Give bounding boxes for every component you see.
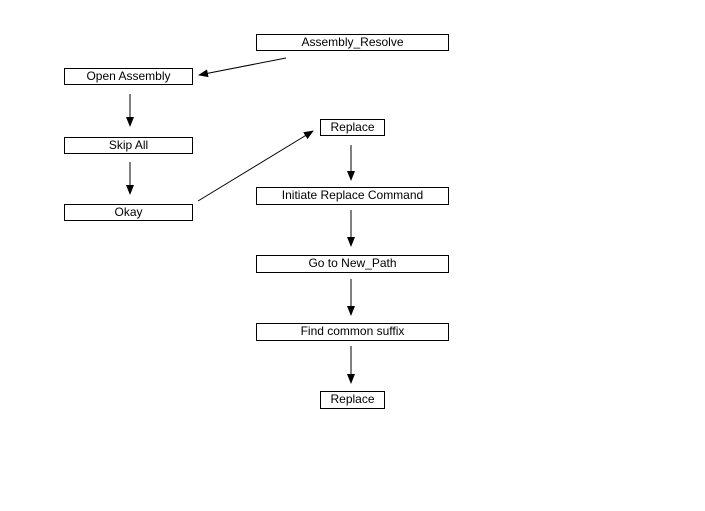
node-find-common-suffix: Find common suffix	[256, 323, 449, 341]
node-initiate-replace-command: Initiate Replace Command	[256, 187, 449, 205]
node-skip-all: Skip All	[64, 137, 193, 154]
node-open-assembly: Open Assembly	[64, 68, 193, 85]
node-replace-bottom: Replace	[320, 391, 385, 409]
arrow-okay-to-replace	[197, 130, 314, 202]
node-replace-top: Replace	[320, 119, 385, 136]
node-assembly-resolve: Assembly_Resolve	[256, 34, 449, 51]
node-okay: Okay	[64, 204, 193, 221]
arrow-assembly-resolve-to-open-assembly	[198, 57, 287, 78]
node-go-to-new-path: Go to New_Path	[256, 255, 449, 273]
